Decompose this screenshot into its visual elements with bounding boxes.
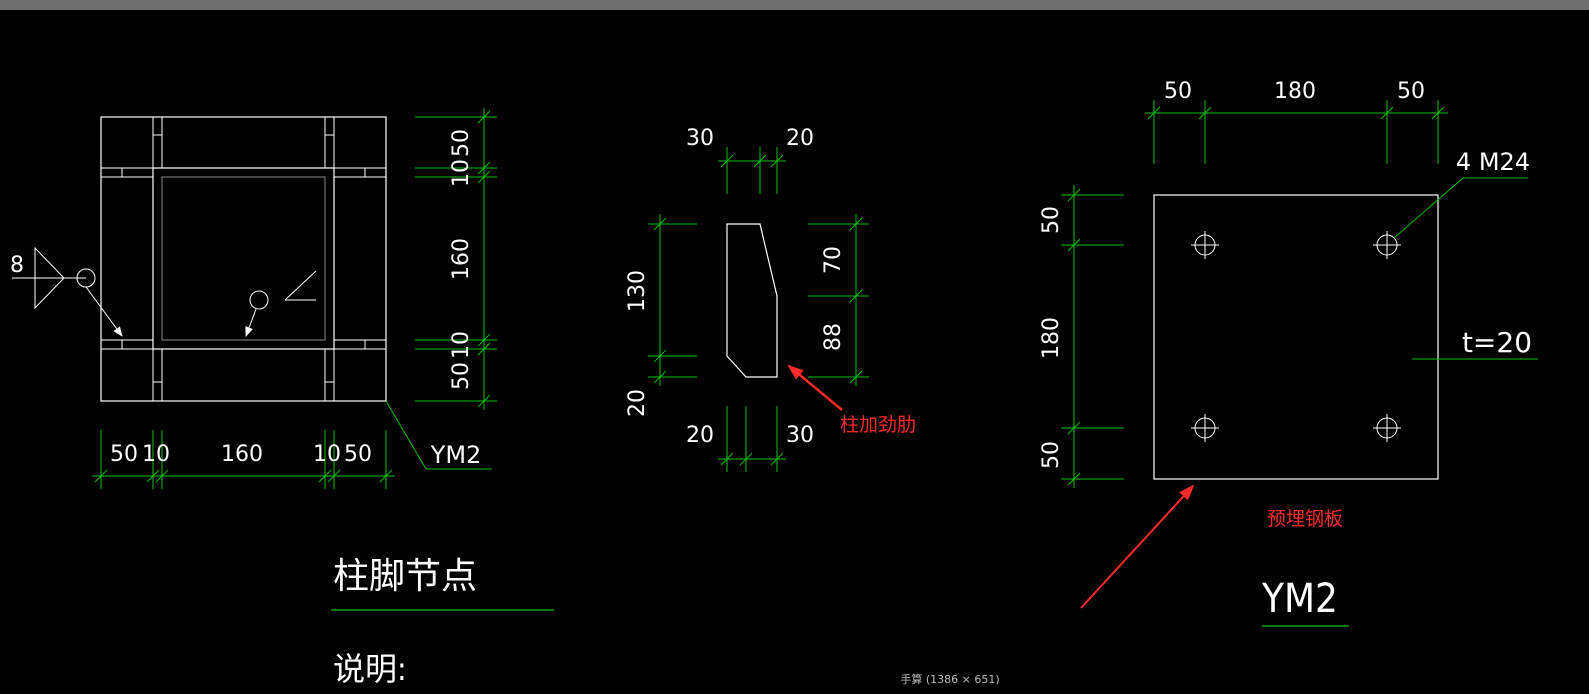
embedded-plate-detail: 50 180 50 50 180 50 4 M24 t=20 预埋钢板 YM2 — [1039, 79, 1538, 627]
drawing-title: 柱脚节点 — [333, 556, 477, 597]
bolt-callout-label: 4 M24 — [1456, 148, 1530, 176]
weld-size-label: 8 — [10, 253, 24, 278]
plate-top-dim-1: 50 — [1164, 79, 1192, 104]
notes-label: 说明: — [333, 650, 407, 688]
stiffener-detail: 30 20 20 30 130 20 — [625, 126, 916, 472]
stiffener-top-dim-2: 20 — [786, 126, 814, 151]
left-view-bottom-dimensions — [92, 430, 395, 489]
plate-top-dim-3: 50 — [1397, 79, 1425, 104]
plate-title: YM2 — [1261, 576, 1338, 622]
stiffener-bottom-dim-1: 20 — [686, 423, 714, 448]
dim-right-2: 10 — [449, 159, 474, 187]
stiffener-left-dim-1: 130 — [625, 270, 650, 312]
dim-right-3: 160 — [449, 238, 474, 280]
plate-thickness-label: t=20 — [1462, 326, 1532, 359]
dim-bottom-1: 50 — [110, 442, 138, 467]
window-title-bar — [0, 0, 1589, 10]
ym2-leader-label: YM2 — [430, 441, 482, 469]
dim-right-5: 50 — [449, 362, 474, 390]
stiffener-left-dim-2: 20 — [625, 389, 650, 417]
left-view-right-dimensions — [415, 108, 497, 410]
weld-symbol-inner — [245, 270, 317, 337]
plate-left-dim-2: 180 — [1039, 317, 1064, 359]
column-tube-outer — [152, 167, 335, 350]
dim-right-1: 50 — [449, 129, 474, 157]
bolt-holes — [1191, 231, 1401, 442]
plate-annotation-arrow — [1080, 484, 1195, 609]
plate-left-dim-3: 50 — [1039, 441, 1064, 469]
stiffener-annotation-arrow — [787, 364, 843, 411]
plate-left-dim-1: 50 — [1039, 206, 1064, 234]
stiffener-bottom-dim-2: 30 — [786, 423, 814, 448]
dim-bottom-3: 160 — [221, 442, 263, 467]
stiffener-outline — [726, 223, 778, 378]
plate-top-dim-2: 180 — [1274, 79, 1316, 104]
column-base-plan-view: 50 10 160 10 50 50 10 160 10 50 8 — [10, 108, 554, 688]
dim-bottom-2: 10 — [142, 442, 170, 467]
stiffener-right-dim-2: 88 — [821, 323, 846, 351]
weld-symbol-left — [12, 246, 123, 337]
stiffener-annotation-label: 柱加劲肋 — [840, 414, 916, 436]
dim-bottom-5: 50 — [344, 442, 372, 467]
base-plate-outline — [100, 116, 387, 402]
dim-bottom-4: 10 — [313, 442, 341, 467]
dim-right-4: 10 — [449, 331, 474, 359]
stiffener-right-dim-1: 70 — [821, 246, 846, 274]
plate-annotation-label: 预埋钢板 — [1267, 508, 1343, 530]
image-size-caption: 手算 (1386 × 651) — [900, 673, 1000, 686]
column-tube-inner — [161, 176, 326, 341]
stiffener-top-dim-1: 30 — [686, 126, 714, 151]
embedded-plate-outline — [1153, 194, 1439, 480]
